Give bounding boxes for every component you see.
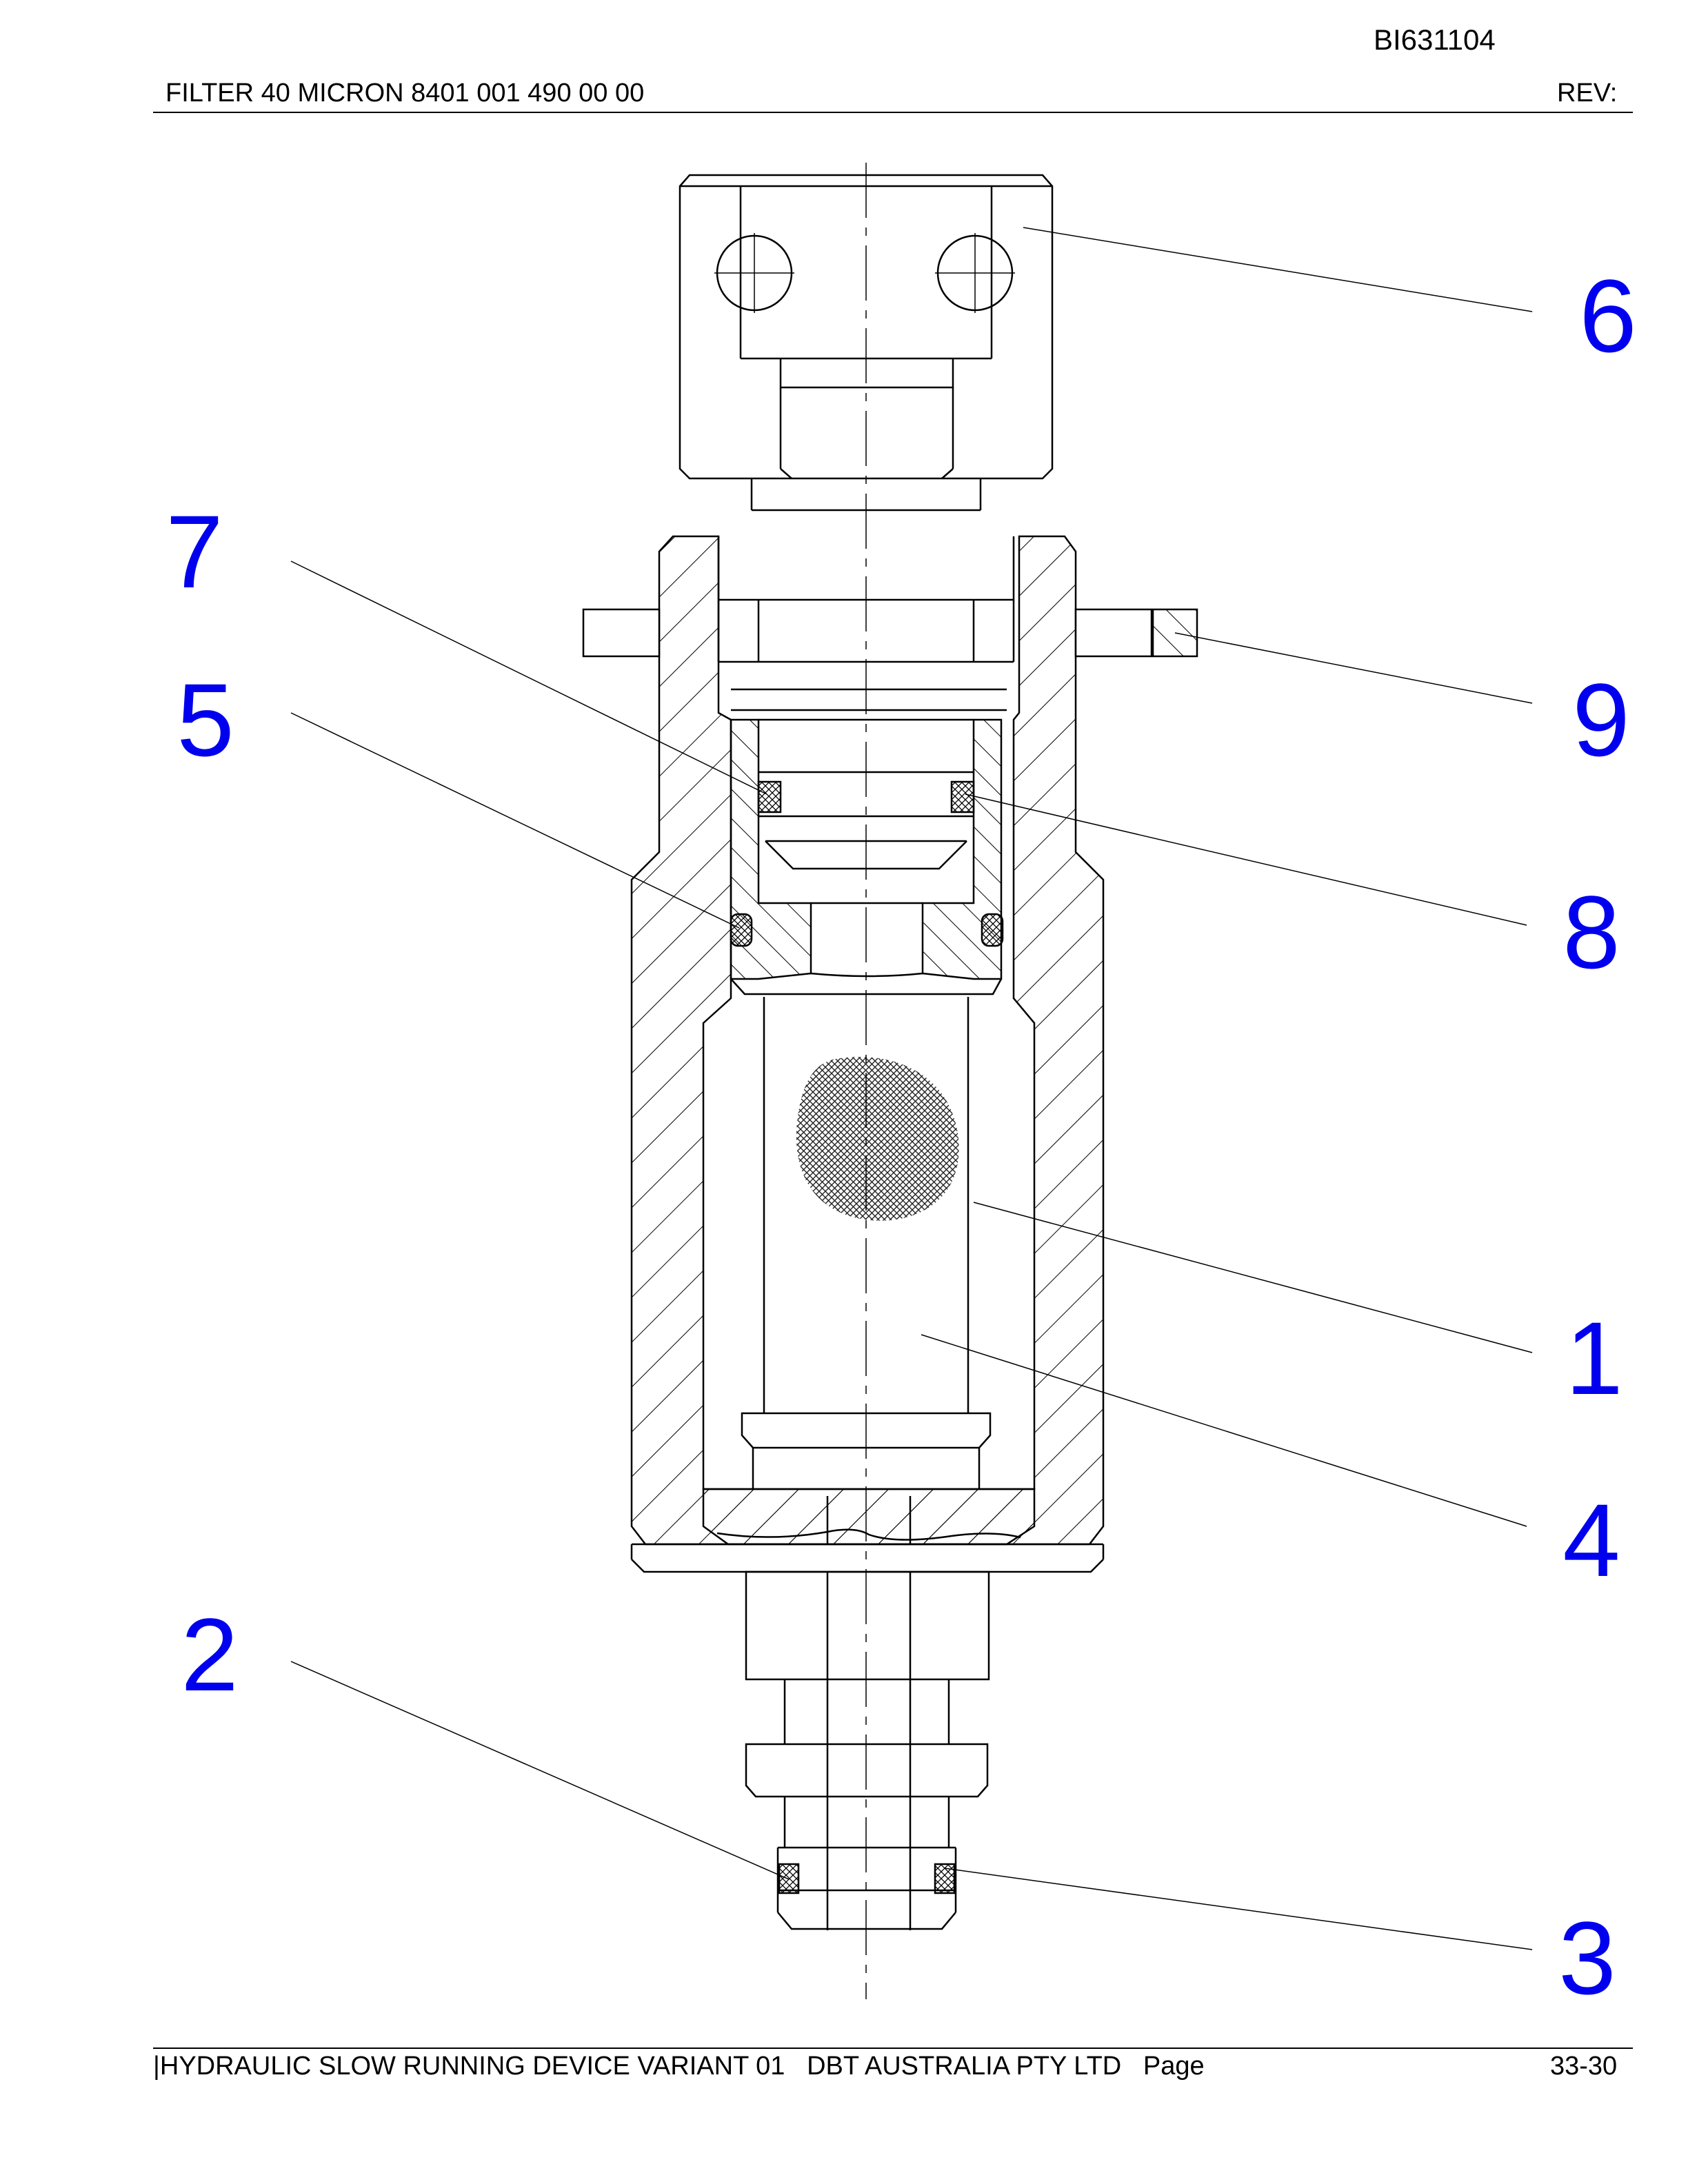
drawing-title: FILTER 40 MICRON 8401 001 490 00 00	[165, 79, 645, 108]
header-rule	[153, 112, 1633, 113]
callout-2: 2	[181, 1597, 238, 1712]
revision-label: REV:	[1557, 79, 1618, 108]
footer-text: |HYDRAULIC SLOW RUNNING DEVICE VARIANT 0…	[153, 2052, 1205, 2081]
callout-7: 7	[165, 494, 223, 609]
callout-9: 9	[1572, 662, 1629, 778]
document-id: BI631104	[1374, 23, 1496, 56]
page-number: 33-30	[1550, 2052, 1618, 2081]
callout-5: 5	[177, 662, 234, 778]
footer-rule	[153, 2048, 1633, 2049]
callout-6: 6	[1579, 258, 1636, 374]
callout-1: 1	[1565, 1300, 1622, 1416]
callout-3: 3	[1558, 1900, 1616, 2016]
callout-4: 4	[1563, 1482, 1620, 1598]
callout-8: 8	[1563, 874, 1620, 990]
